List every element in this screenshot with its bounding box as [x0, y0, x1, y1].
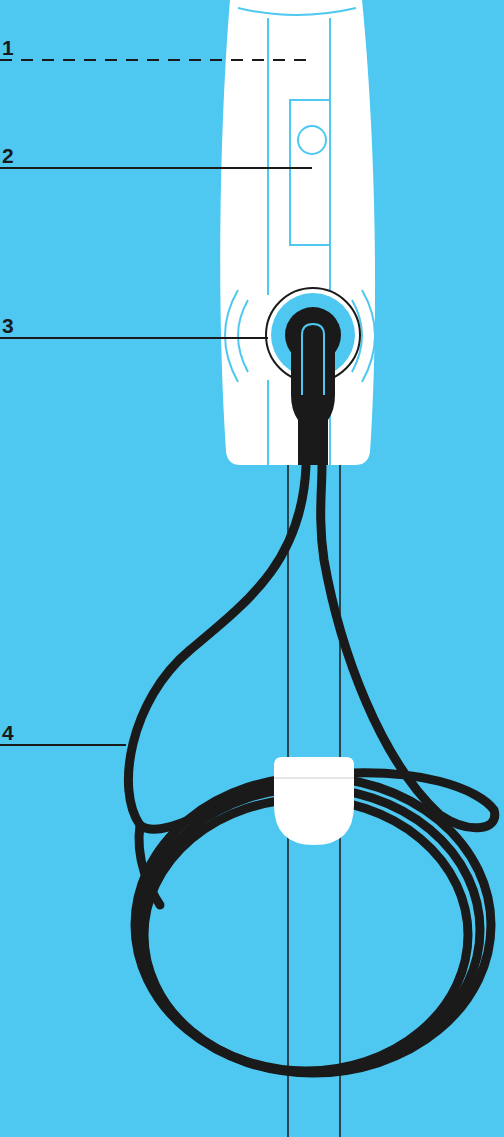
housing-contours [225, 8, 375, 465]
callout-number: 3 [2, 315, 14, 336]
callout-number: 2 [2, 145, 14, 166]
leader-line [0, 167, 312, 169]
connector-plug [291, 316, 335, 465]
leader-line [0, 337, 268, 339]
charging-cable [128, 466, 494, 1073]
callout-number: 1 [2, 37, 14, 58]
holder-contour [274, 777, 354, 779]
leader-line [0, 59, 315, 61]
plug-contour [302, 324, 324, 395]
leader-line [0, 744, 126, 746]
cable-holder [274, 757, 354, 845]
charger-housing [220, 0, 375, 465]
callout-number: 4 [2, 722, 14, 743]
